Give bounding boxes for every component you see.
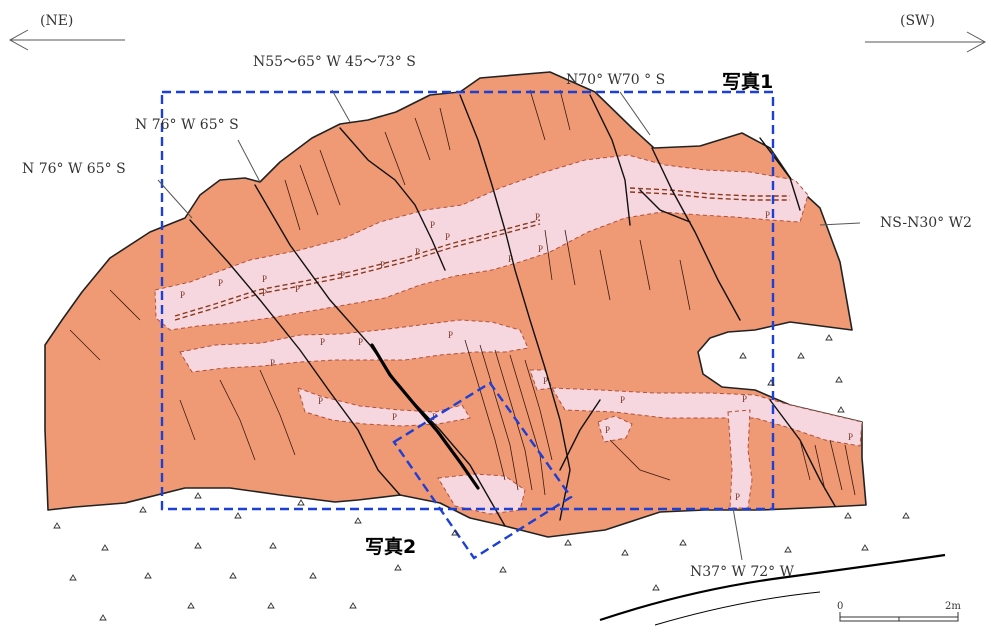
scale-bar [839,612,959,622]
pegmatite-mark: P [320,337,325,347]
scale-start-label: 0 [837,601,844,612]
fault-label-5: NS-N30° W2 [880,215,972,231]
pegmatite-mark: P [380,260,385,270]
fault-label-6: N37° W 72° W [690,564,795,580]
pegmatite-mark: P [620,395,625,405]
pegmatite-mark: P [543,376,548,386]
pegmatite-mark: P [358,337,363,347]
pegmatite-mark: P [415,247,420,257]
direction-label-sw: (SW) [900,13,935,29]
pegmatite-mark: P [448,330,453,340]
pegmatite-mark: P [392,412,397,422]
scale-end-label: 2m [945,601,961,612]
faults [189,94,836,527]
pegmatite-mark: P [218,278,223,288]
pegmatite-mark: P [445,232,450,242]
pegmatite-mark: P [340,270,345,280]
direction-arrow-sw [865,31,987,53]
photo1-label: 写真1 [722,71,774,93]
pegmatite-mark: P [270,358,275,368]
fault-label-2: N 76° W 65° S [135,117,239,133]
road-lines [599,553,946,626]
pegmatite-mark: P [295,284,300,294]
pegmatite-mark: P [538,244,543,254]
pegmatite-mark: P [848,432,853,442]
pegmatite-mark: P [180,290,185,300]
main-fault [370,343,480,490]
fractures [69,89,856,496]
vein-banding [174,187,790,321]
talus-marks [53,334,910,621]
pegmatite-mark: P [430,220,435,230]
fault-label-3: N55〜65° W 45〜73° S [253,54,416,70]
pegmatite-mark: P [318,396,323,406]
pegmatite-mark: P [262,288,267,298]
direction-label-ne: (NE) [40,13,74,29]
pegmatite-mark: P [742,394,747,404]
pegmatite-marks: P P P P P P P P P P P P P P P P P P P P … [180,210,853,502]
photo1-frame [160,90,775,511]
pegmatite-mark: P [605,425,610,435]
photo2-frame [392,381,573,560]
pegmatite-mark: P [262,274,267,284]
pegmatite-mark: P [508,254,513,264]
pegmatite-mark: P [535,212,540,222]
pegmatite-veins [154,154,863,515]
pegmatite-mark: P [765,210,770,220]
photo2-label: 写真2 [365,536,417,558]
fault-label-4: N70° W70 ° S [566,72,666,88]
direction-arrow-ne [8,29,125,51]
pegmatite-mark: P [735,492,740,502]
leader-lines [157,89,861,561]
fault-label-1: N 76° W 65° S [22,161,126,177]
